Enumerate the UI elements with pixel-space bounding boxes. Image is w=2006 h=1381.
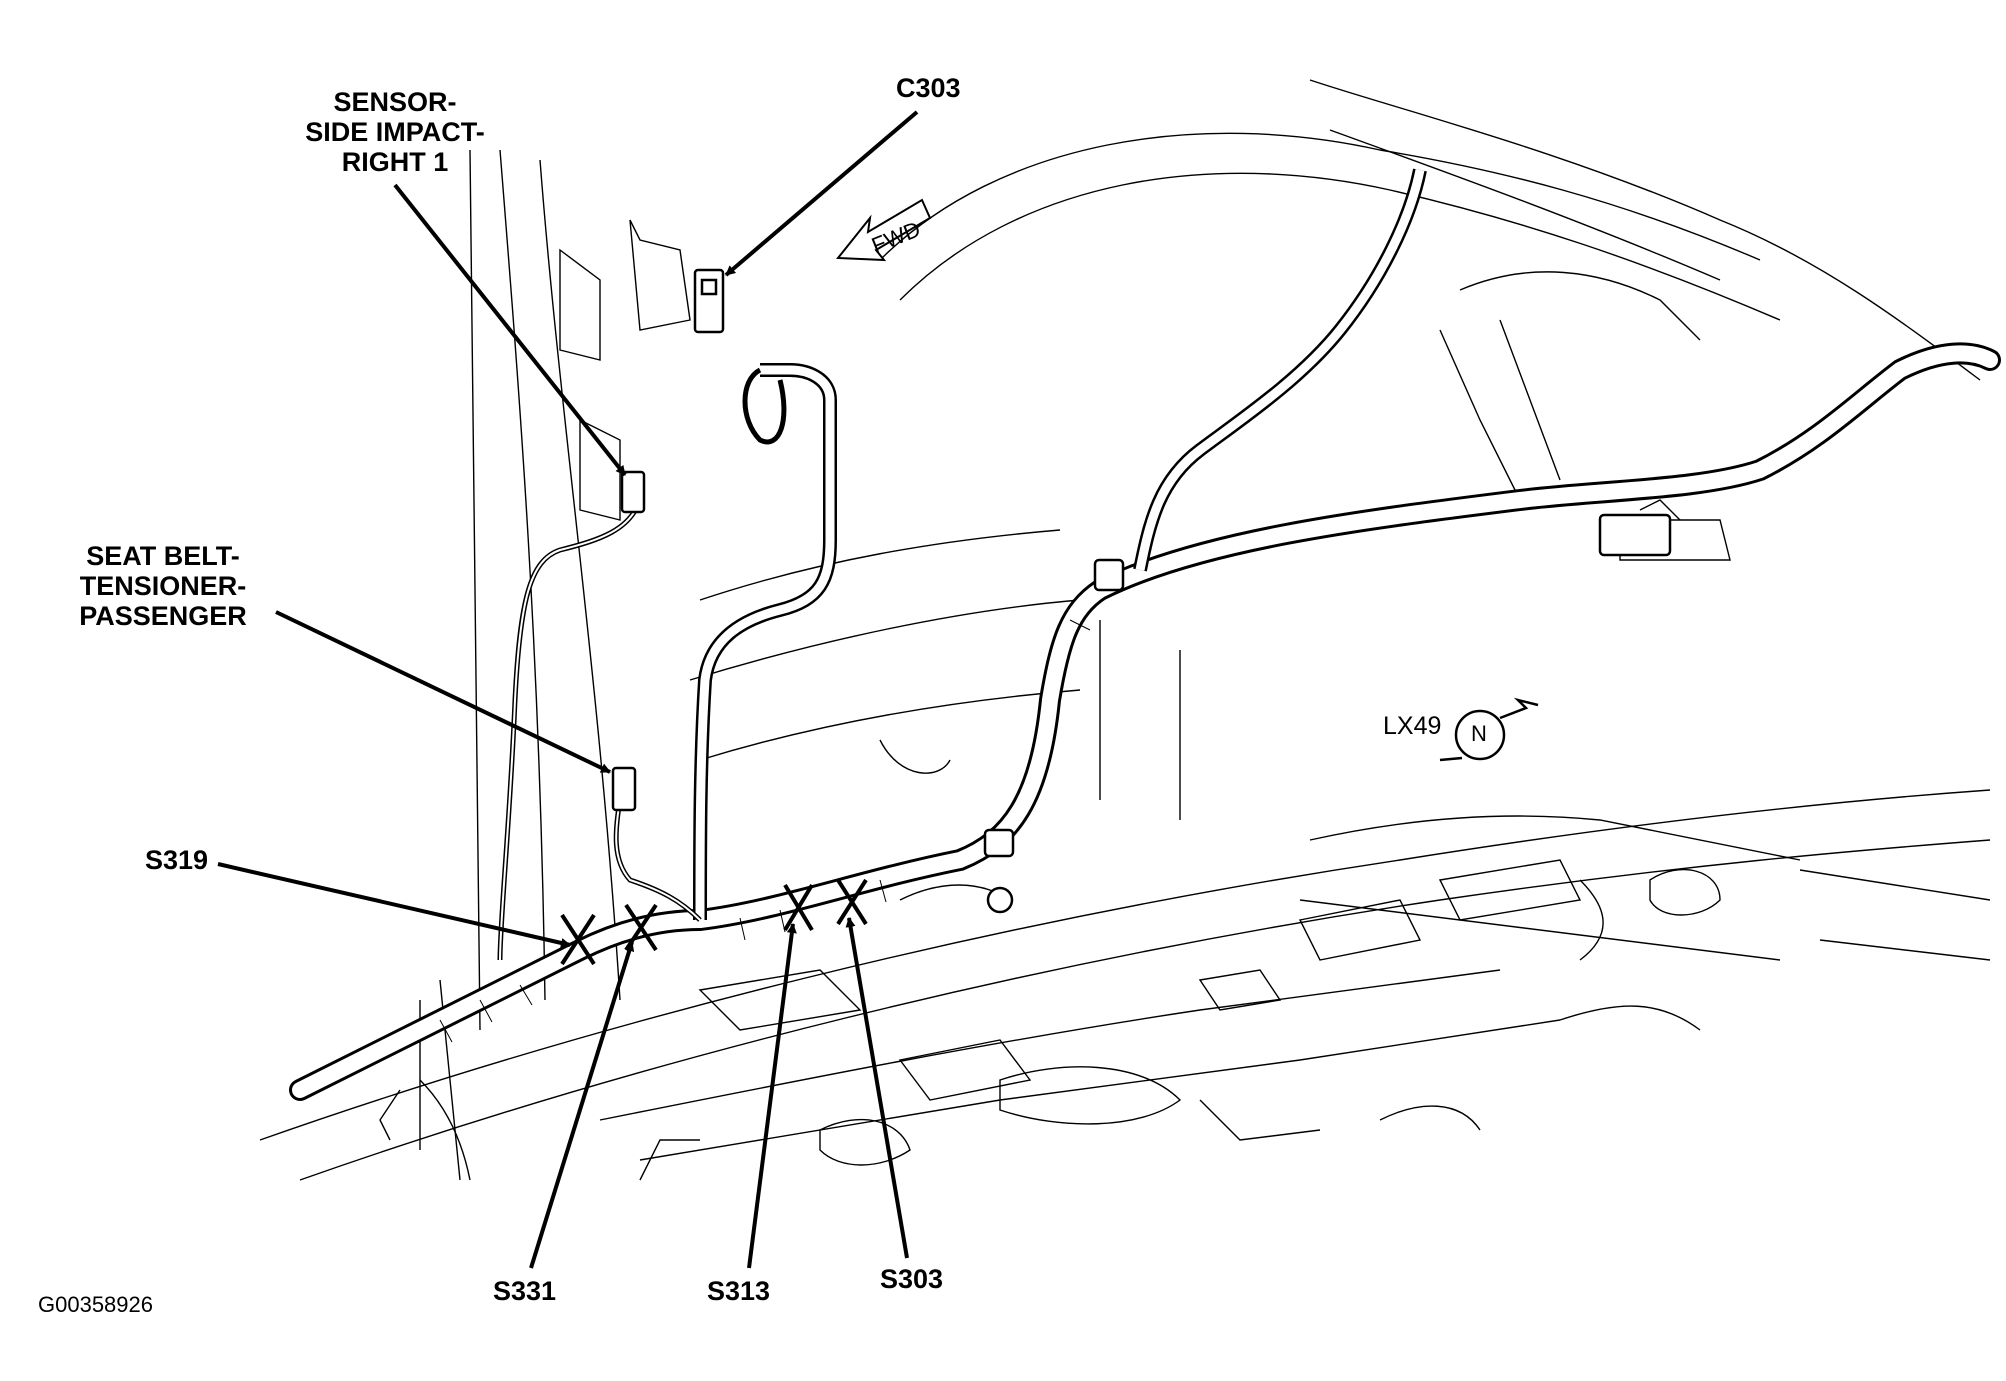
leader-sensor-side-impact: [393, 183, 627, 477]
label-line: SENSOR-: [333, 87, 457, 117]
leader-s303: [845, 917, 909, 1259]
label-line: RIGHT 1: [341, 147, 449, 177]
leader-c303: [724, 110, 919, 277]
leader-seat-belt: [275, 610, 611, 774]
label-line: TENSIONER-: [79, 571, 247, 601]
view-indicator-icon: [1439, 697, 1539, 762]
label-c303: C303: [896, 73, 961, 103]
label-lx49: LX49: [1383, 712, 1442, 740]
leader-s331: [529, 941, 635, 1269]
label-line: PASSENGER: [79, 601, 247, 631]
main-wiring-harness: [289, 168, 2001, 1101]
leader-s319: [217, 862, 571, 948]
leader-s313: [747, 923, 797, 1269]
label-s313: S313: [707, 1276, 771, 1306]
label-s331: S331: [493, 1276, 557, 1306]
label-sensor-side-impact-right-1: SENSOR- SIDE IMPACT- RIGHT 1: [295, 87, 495, 177]
label-s303: S303: [880, 1264, 944, 1294]
s313-splice-x: [783, 883, 814, 932]
label-s319: S319: [145, 845, 209, 875]
label-line: SIDE IMPACT-: [305, 117, 485, 147]
connectors: [611, 268, 1672, 914]
label-line: SEAT BELT-: [86, 541, 240, 571]
seat-belt-connector: [611, 766, 637, 812]
s303-splice-x: [836, 878, 868, 926]
s319-splice-x: [560, 913, 596, 966]
sensor-connector: [620, 470, 646, 514]
leader-arrows: [217, 110, 919, 1269]
figure-id: G00358926: [38, 1292, 153, 1317]
splice-marks: [560, 878, 868, 966]
fwd-arrow-icon: [835, 198, 932, 262]
label-seat-belt-tensioner-passenger: SEAT BELT- TENSIONER- PASSENGER: [68, 541, 258, 631]
compass-n-label: N: [1471, 721, 1487, 746]
